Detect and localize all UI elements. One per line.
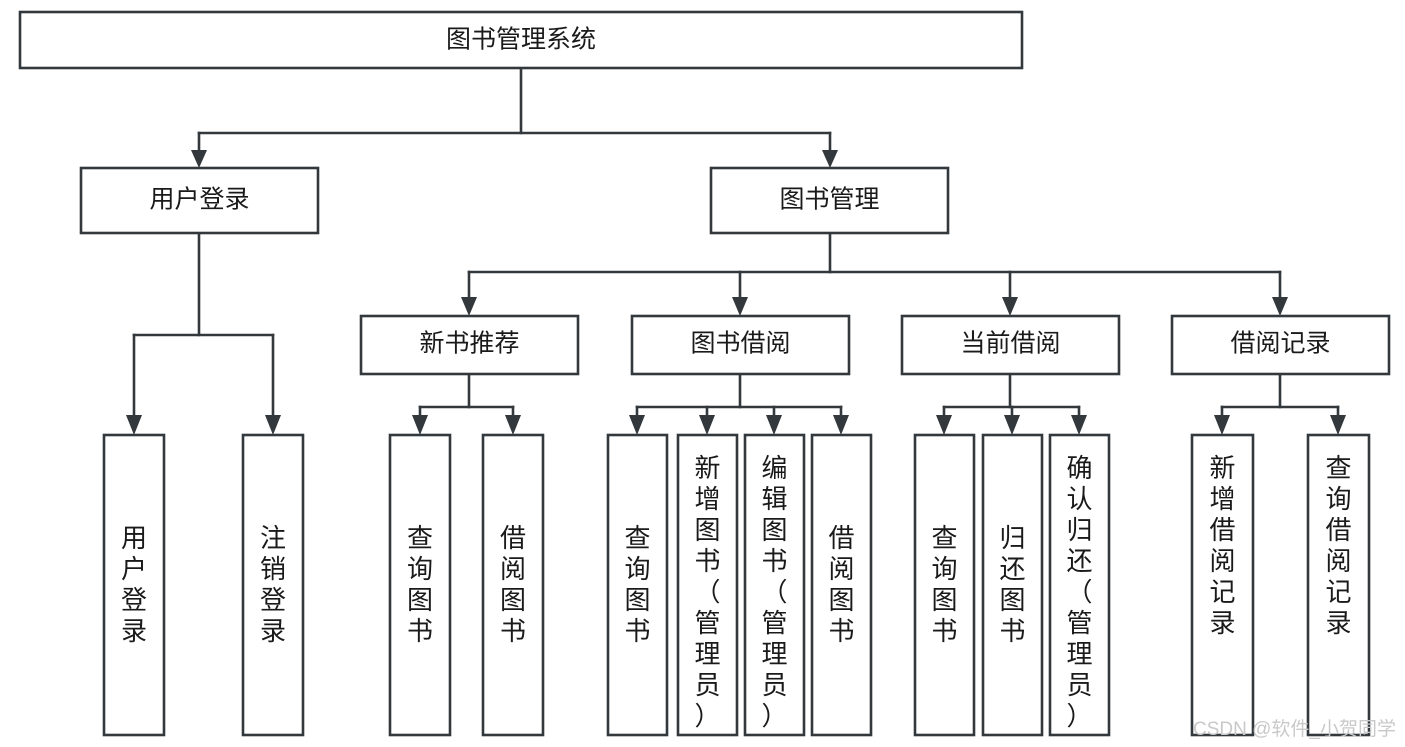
leaf-node-layer: 用户登录 注销登录 查询图书 借阅图书 查询图书 新增图书（管理员） 编辑图书（管理员） 借阅… [102,433,1371,737]
arrow-head-icon [126,415,142,435]
arrow-head-icon [1330,415,1346,435]
node-user-login-box[interactable] [79,166,320,235]
node-leaf-edit-book-admin-label: 编辑图书（管理员） [761,453,787,731]
node-leaf-add-borrow-record-label: 新增借阅记录 [1209,453,1235,638]
arrow-head-icon [461,297,477,316]
arrow-head-icon [833,415,849,435]
arrow-head-icon [1272,297,1288,316]
connector-group-user-login-to-leaves [126,231,281,435]
node-borrow-records-box[interactable] [1170,314,1391,376]
connector-group-new-book-recommend-to-leaves [412,372,521,435]
node-leaf-borrow-book-2-label: 借阅图书 [828,523,854,646]
node-leaf-query-book-3[interactable]: 查询图书 [913,433,976,737]
node-leaf-confirm-return-admin-box[interactable] [1048,433,1111,737]
node-leaf-add-borrow-record[interactable]: 新增借阅记录 [1190,433,1255,737]
node-leaf-borrow-book-2[interactable]: 借阅图书 [810,433,873,737]
node-leaf-return-book[interactable]: 归还图书 [981,433,1044,737]
arrow-head-icon [412,415,428,435]
node-book-borrow[interactable]: 图书借阅 [630,314,851,376]
arrow-head-icon [1071,415,1087,435]
connector-group-current-borrow-to-leaves [936,372,1087,435]
arrow-head-icon [936,415,952,435]
node-leaf-query-book-1-box[interactable] [388,433,452,737]
node-leaf-query-borrow-record[interactable]: 查询借阅记录 [1306,433,1371,737]
node-user-login-label: 用户登录 [149,186,249,214]
node-leaf-return-book-box[interactable] [981,433,1044,737]
node-leaf-add-book-admin[interactable]: 新增图书（管理员） [676,433,739,737]
node-leaf-query-book-3-label: 查询图书 [931,523,957,646]
node-leaf-query-book-2[interactable]: 查询图书 [606,433,669,737]
node-current-borrow-box[interactable] [900,314,1121,376]
node-current-borrow-label: 当前借阅 [960,330,1060,358]
arrow-head-icon [505,415,521,435]
node-leaf-logout-label: 注销登录 [260,523,286,646]
arrow-head-icon [1002,297,1018,316]
node-root-label: 图书管理系统 [446,26,596,54]
node-borrow-records[interactable]: 借阅记录 [1170,314,1391,376]
node-leaf-query-borrow-record-label: 查询借阅记录 [1325,453,1351,638]
node-leaf-logout[interactable]: 注销登录 [241,433,305,737]
node-leaf-edit-book-admin[interactable]: 编辑图书（管理员） [743,433,806,737]
node-root[interactable]: 图书管理系统 [18,10,1024,70]
arrow-head-icon [1004,415,1020,435]
node-new-book-recommend-label: 新书推荐 [419,330,519,358]
node-book-borrow-box[interactable] [630,314,851,376]
node-leaf-query-book-2-label: 查询图书 [624,523,650,646]
node-leaf-query-book-3-box[interactable] [913,433,976,737]
node-leaf-query-borrow-record-box[interactable] [1306,433,1371,737]
connector-group-book-management-to-level3 [461,231,1288,316]
node-leaf-user-login-box[interactable] [102,433,166,737]
node-book-management-label: 图书管理 [779,186,879,214]
node-leaf-borrow-book-1-label: 借阅图书 [500,523,526,646]
node-new-book-recommend-box[interactable] [359,314,580,376]
node-leaf-add-book-admin-box[interactable] [676,433,739,737]
node-leaf-user-login[interactable]: 用户登录 [102,433,166,737]
arrow-head-icon [265,415,281,435]
node-new-book-recommend[interactable]: 新书推荐 [359,314,580,376]
arrow-head-icon [1214,415,1230,435]
node-leaf-add-book-admin-label: 新增图书（管理员） [694,453,720,731]
node-leaf-borrow-book-1[interactable]: 借阅图书 [481,433,545,737]
node-leaf-confirm-return-admin[interactable]: 确认归还（管理员） [1048,433,1111,737]
connector-group-borrow-records-to-leaves [1214,372,1346,435]
node-leaf-query-book-1-label: 查询图书 [407,523,433,646]
node-leaf-query-book-1[interactable]: 查询图书 [388,433,452,737]
node-book-management-box[interactable] [709,166,950,235]
node-root-box[interactable] [18,10,1024,70]
node-leaf-user-login-label: 用户登录 [121,523,147,646]
node-book-borrow-label: 图书借阅 [690,330,790,358]
node-leaf-edit-book-admin-box[interactable] [743,433,806,737]
node-user-login[interactable]: 用户登录 [79,166,320,235]
node-leaf-add-borrow-record-box[interactable] [1190,433,1255,737]
node-leaf-borrow-book-1-box[interactable] [481,433,545,737]
arrow-head-icon [699,415,715,435]
arrow-head-icon [629,415,645,435]
arrow-head-icon [191,150,207,168]
connector-group-root-to-level2 [191,66,838,168]
node-leaf-logout-box[interactable] [241,433,305,737]
connector-group-book-borrow-to-leaves [629,372,849,435]
node-book-management[interactable]: 图书管理 [709,166,950,235]
node-leaf-return-book-label: 归还图书 [999,523,1025,646]
node-leaf-query-book-2-box[interactable] [606,433,669,737]
node-leaf-borrow-book-2-box[interactable] [810,433,873,737]
arrow-head-icon [822,150,838,168]
csdn-watermark: CSDN @软件_小贺同学 [1193,718,1396,740]
node-borrow-records-label: 借阅记录 [1230,330,1330,358]
node-leaf-confirm-return-admin-label: 确认归还（管理员） [1066,453,1092,731]
arrow-head-icon [766,415,782,435]
node-current-borrow[interactable]: 当前借阅 [900,314,1121,376]
arrow-head-icon [732,297,748,316]
